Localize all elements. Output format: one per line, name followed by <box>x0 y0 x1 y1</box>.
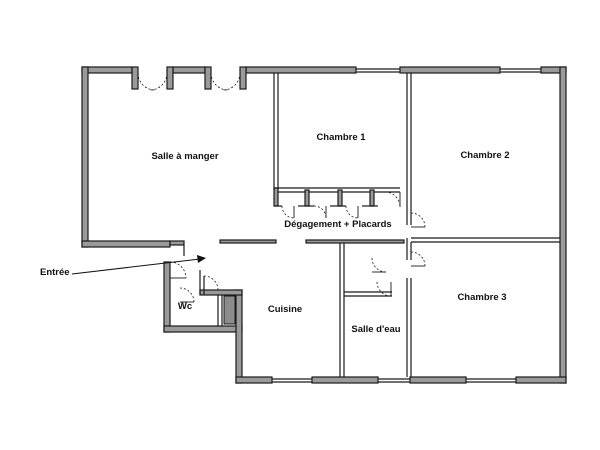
room-labels: Salle à manger Chambre 1 Chambre 2 Chamb… <box>40 132 510 335</box>
doors <box>137 72 426 303</box>
arrow-head-icon <box>197 255 206 263</box>
label-chambre-3: Chambre 3 <box>457 292 506 303</box>
entry-arrow <box>71 255 206 275</box>
label-entree: Entrée <box>40 267 70 278</box>
interior-walls <box>169 73 560 377</box>
label-salle-d-eau: Salle d'eau <box>351 324 400 335</box>
outer-walls <box>81 66 567 384</box>
label-degagement: Dégagement + Placards <box>284 219 391 230</box>
label-chambre-2: Chambre 2 <box>460 150 509 161</box>
label-cuisine: Cuisine <box>268 304 302 315</box>
label-wc: Wc <box>178 301 192 312</box>
label-salle-a-manger: Salle à manger <box>151 151 218 162</box>
label-chambre-1: Chambre 1 <box>316 132 366 143</box>
